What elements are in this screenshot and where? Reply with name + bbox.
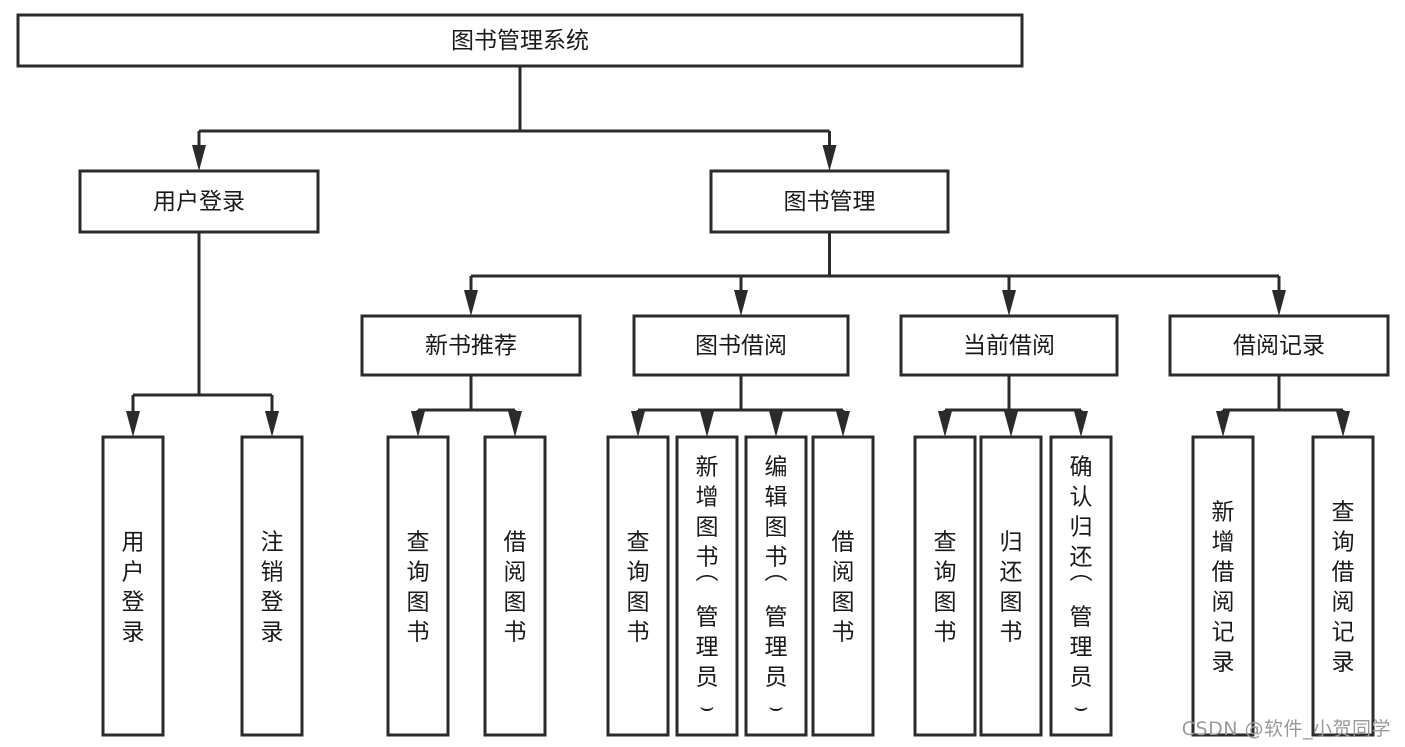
node-box[interactable] bbox=[899, 314, 1119, 377]
node-label: 图书管理系统 bbox=[451, 28, 589, 54]
node-box[interactable] bbox=[606, 435, 670, 737]
node-label: 借阅图书 bbox=[832, 529, 855, 645]
node-leaf-query-book-3[interactable]: 查询图书 bbox=[913, 435, 977, 737]
arrow-head-icon bbox=[464, 290, 478, 316]
node-box[interactable] bbox=[483, 435, 547, 737]
node-leaf-return-book[interactable]: 归还图书 bbox=[979, 435, 1043, 737]
node-book-manage[interactable]: 图书管理 bbox=[709, 169, 950, 234]
node-current-borrow[interactable]: 当前借阅 bbox=[899, 314, 1119, 377]
node-label: 编辑图书⌒管理员⌣ bbox=[765, 454, 788, 720]
arrow-head-icon bbox=[1004, 411, 1018, 437]
node-leaf-add-book[interactable]: 新增图书⌒管理员⌣ bbox=[675, 435, 739, 737]
arrow-head-icon bbox=[1216, 411, 1230, 437]
node-user-login[interactable]: 用户登录 bbox=[78, 169, 320, 234]
node-label: 用户登录 bbox=[153, 189, 245, 215]
arrow-head-icon bbox=[700, 411, 714, 437]
node-label: 查询图书 bbox=[407, 529, 430, 645]
node-leaf-query-record[interactable]: 查询借阅记录 bbox=[1311, 435, 1375, 737]
node-label: 注销登录 bbox=[261, 529, 284, 645]
node-box[interactable] bbox=[811, 435, 875, 737]
node-label: 借阅记录 bbox=[1233, 333, 1325, 359]
node-box[interactable] bbox=[1311, 435, 1375, 737]
node-label: 用户登录 bbox=[122, 529, 145, 645]
node-label: 新书推荐 bbox=[425, 333, 517, 359]
node-box[interactable] bbox=[913, 435, 977, 737]
node-box[interactable] bbox=[979, 435, 1043, 737]
node-box[interactable] bbox=[709, 169, 950, 234]
arrow-head-icon bbox=[769, 411, 783, 437]
node-leaf-query-book-2[interactable]: 查询图书 bbox=[606, 435, 670, 737]
arrow-head-icon bbox=[1074, 411, 1088, 437]
node-box[interactable] bbox=[78, 169, 320, 234]
node-box[interactable] bbox=[101, 435, 165, 737]
arrow-head-icon bbox=[126, 411, 140, 437]
node-new-book-rec[interactable]: 新书推荐 bbox=[360, 314, 582, 377]
arrow-head-icon bbox=[1272, 290, 1286, 316]
arrow-head-icon bbox=[836, 411, 850, 437]
node-book-borrow[interactable]: 图书借阅 bbox=[632, 314, 850, 377]
node-box[interactable] bbox=[240, 435, 304, 737]
arrow-head-icon bbox=[822, 145, 837, 171]
node-box[interactable] bbox=[744, 435, 808, 737]
arrow-head-icon bbox=[734, 290, 748, 316]
arrow-head-icon bbox=[265, 411, 279, 437]
node-box[interactable] bbox=[675, 435, 739, 737]
node-leaf-query-book-1[interactable]: 查询图书 bbox=[386, 435, 450, 737]
arrow-head-icon bbox=[631, 411, 645, 437]
node-leaf-borrow-book-2[interactable]: 借阅图书 bbox=[811, 435, 875, 737]
arrow-head-icon bbox=[1002, 290, 1016, 316]
node-leaf-user-logout[interactable]: 注销登录 bbox=[240, 435, 304, 737]
node-label: 查询借阅记录 bbox=[1332, 499, 1355, 675]
node-label: 图书管理 bbox=[784, 189, 876, 215]
node-label: 借阅图书 bbox=[504, 529, 527, 645]
node-label: 新增借阅记录 bbox=[1212, 499, 1235, 675]
node-root[interactable]: 图书管理系统 bbox=[16, 13, 1024, 68]
node-label: 确认归还⌒管理员⌣ bbox=[1070, 454, 1093, 720]
node-leaf-borrow-book-1[interactable]: 借阅图书 bbox=[483, 435, 547, 737]
arrow-head-icon bbox=[1336, 411, 1350, 437]
node-box[interactable] bbox=[1049, 435, 1113, 737]
arrow-head-icon bbox=[411, 411, 425, 437]
node-box[interactable] bbox=[386, 435, 450, 737]
node-label: 归还图书 bbox=[1000, 529, 1023, 645]
connectors-layer bbox=[126, 66, 1350, 437]
nodes-layer: 图书管理系统用户登录图书管理新书推荐图书借阅当前借阅借阅记录用户登录注销登录查询… bbox=[16, 13, 1390, 737]
node-label: 查询图书 bbox=[627, 529, 650, 645]
node-box[interactable] bbox=[632, 314, 850, 377]
node-label: 查询图书 bbox=[934, 529, 957, 645]
node-label: 新增图书⌒管理员⌣ bbox=[696, 454, 719, 720]
node-box[interactable] bbox=[16, 13, 1024, 68]
node-box[interactable] bbox=[1191, 435, 1255, 737]
node-leaf-confirm-return[interactable]: 确认归还⌒管理员⌣ bbox=[1049, 435, 1113, 737]
node-box[interactable] bbox=[1168, 314, 1390, 377]
arrow-head-icon bbox=[938, 411, 952, 437]
node-label: 当前借阅 bbox=[963, 333, 1055, 359]
node-borrow-record[interactable]: 借阅记录 bbox=[1168, 314, 1390, 377]
node-box[interactable] bbox=[360, 314, 582, 377]
node-leaf-user-login[interactable]: 用户登录 bbox=[101, 435, 165, 737]
arrow-head-icon bbox=[192, 145, 206, 171]
arrow-head-icon bbox=[508, 411, 522, 437]
node-leaf-edit-book[interactable]: 编辑图书⌒管理员⌣ bbox=[744, 435, 808, 737]
node-label: 图书借阅 bbox=[695, 333, 787, 359]
node-leaf-add-record[interactable]: 新增借阅记录 bbox=[1191, 435, 1255, 737]
